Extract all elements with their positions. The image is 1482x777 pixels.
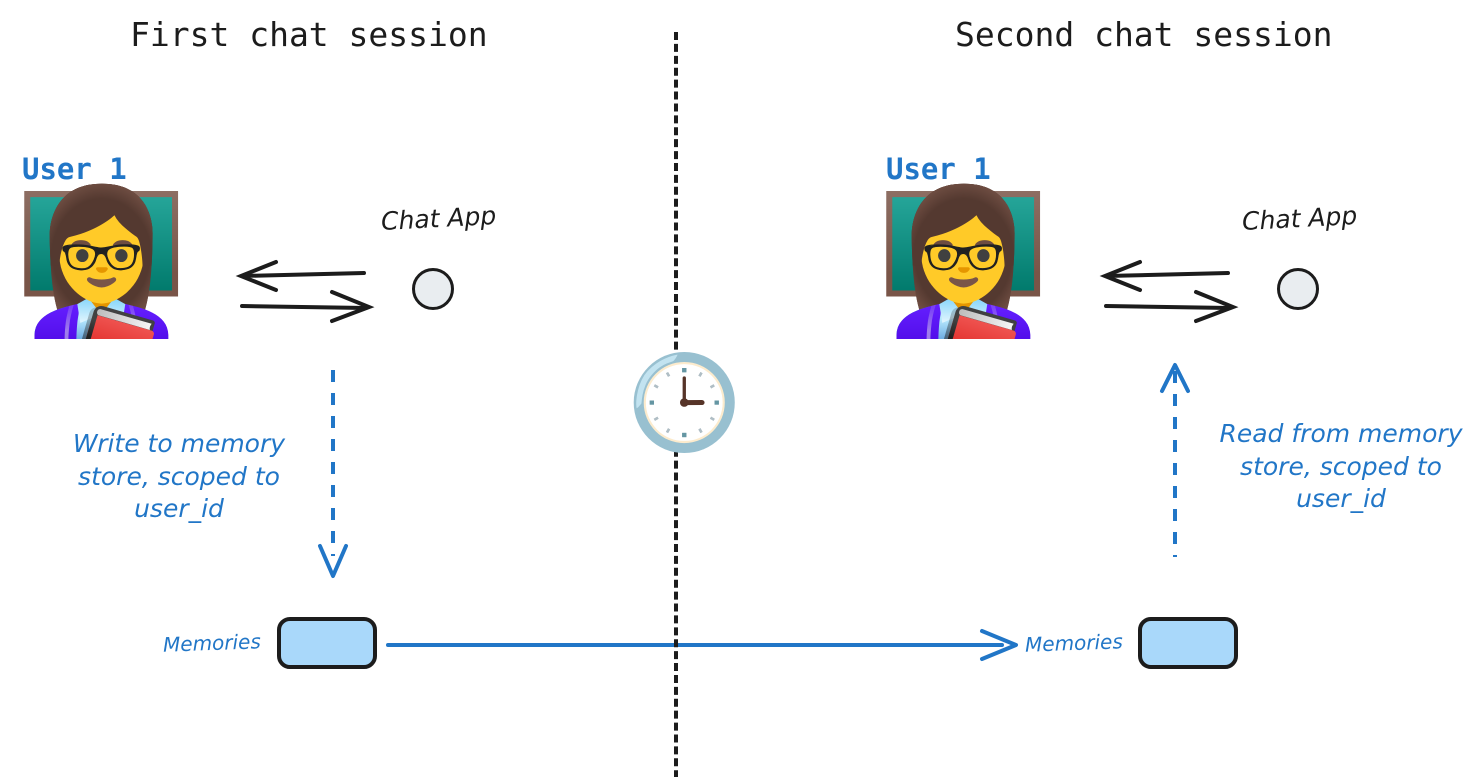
memories-label-second: Memories: [1024, 629, 1124, 657]
chat-app-label-first: Chat App: [380, 201, 497, 236]
clock-emoji: 🕒: [627, 352, 742, 454]
annotation-first-line1: Write to memory: [72, 429, 286, 458]
memories-box-first[interactable]: [277, 617, 377, 669]
avatar-first: 👩‍🏫: [14, 183, 189, 340]
arrow-left-icon: [1099, 260, 1230, 292]
chat-app-circle-icon-second[interactable]: [1277, 268, 1319, 310]
arrow-right-icon: [1104, 290, 1239, 323]
chat-app-label-second: Chat App: [1241, 201, 1358, 236]
memories-box-second[interactable]: [1138, 617, 1238, 669]
exchange-arrows-first: [235, 258, 376, 323]
annotation-first: Write to memory store, scoped to user_id: [44, 428, 314, 526]
chat-app-circle-icon-first[interactable]: [412, 268, 454, 310]
annotation-second-line2: store, scoped to: [1240, 451, 1442, 481]
session-title-first: First chat session: [130, 15, 488, 54]
user-label-first: User 1: [22, 152, 127, 186]
annotation-second-line1: Read from memory: [1219, 419, 1463, 448]
exchange-arrows-second: [1099, 258, 1240, 323]
annotation-first-line2: store, scoped to: [78, 461, 280, 491]
avatar-second: 👩‍🏫: [876, 183, 1051, 340]
annotation-second: Read from memory store, scoped to user_i…: [1205, 418, 1477, 516]
annotation-second-line3: user_id: [1296, 484, 1386, 513]
write-arrow-first: [312, 368, 354, 580]
read-arrow-second: [1154, 363, 1196, 559]
annotation-first-line3: user_id: [134, 494, 224, 523]
user-label-second: User 1: [886, 152, 991, 186]
vertical-dashed-divider: [674, 32, 678, 777]
session-title-second: Second chat session: [955, 15, 1333, 54]
arrow-right-icon: [240, 290, 375, 323]
memories-label-first: Memories: [162, 629, 262, 657]
arrow-left-icon: [235, 260, 366, 292]
memory-transfer-arrow-icon: [386, 628, 1020, 662]
